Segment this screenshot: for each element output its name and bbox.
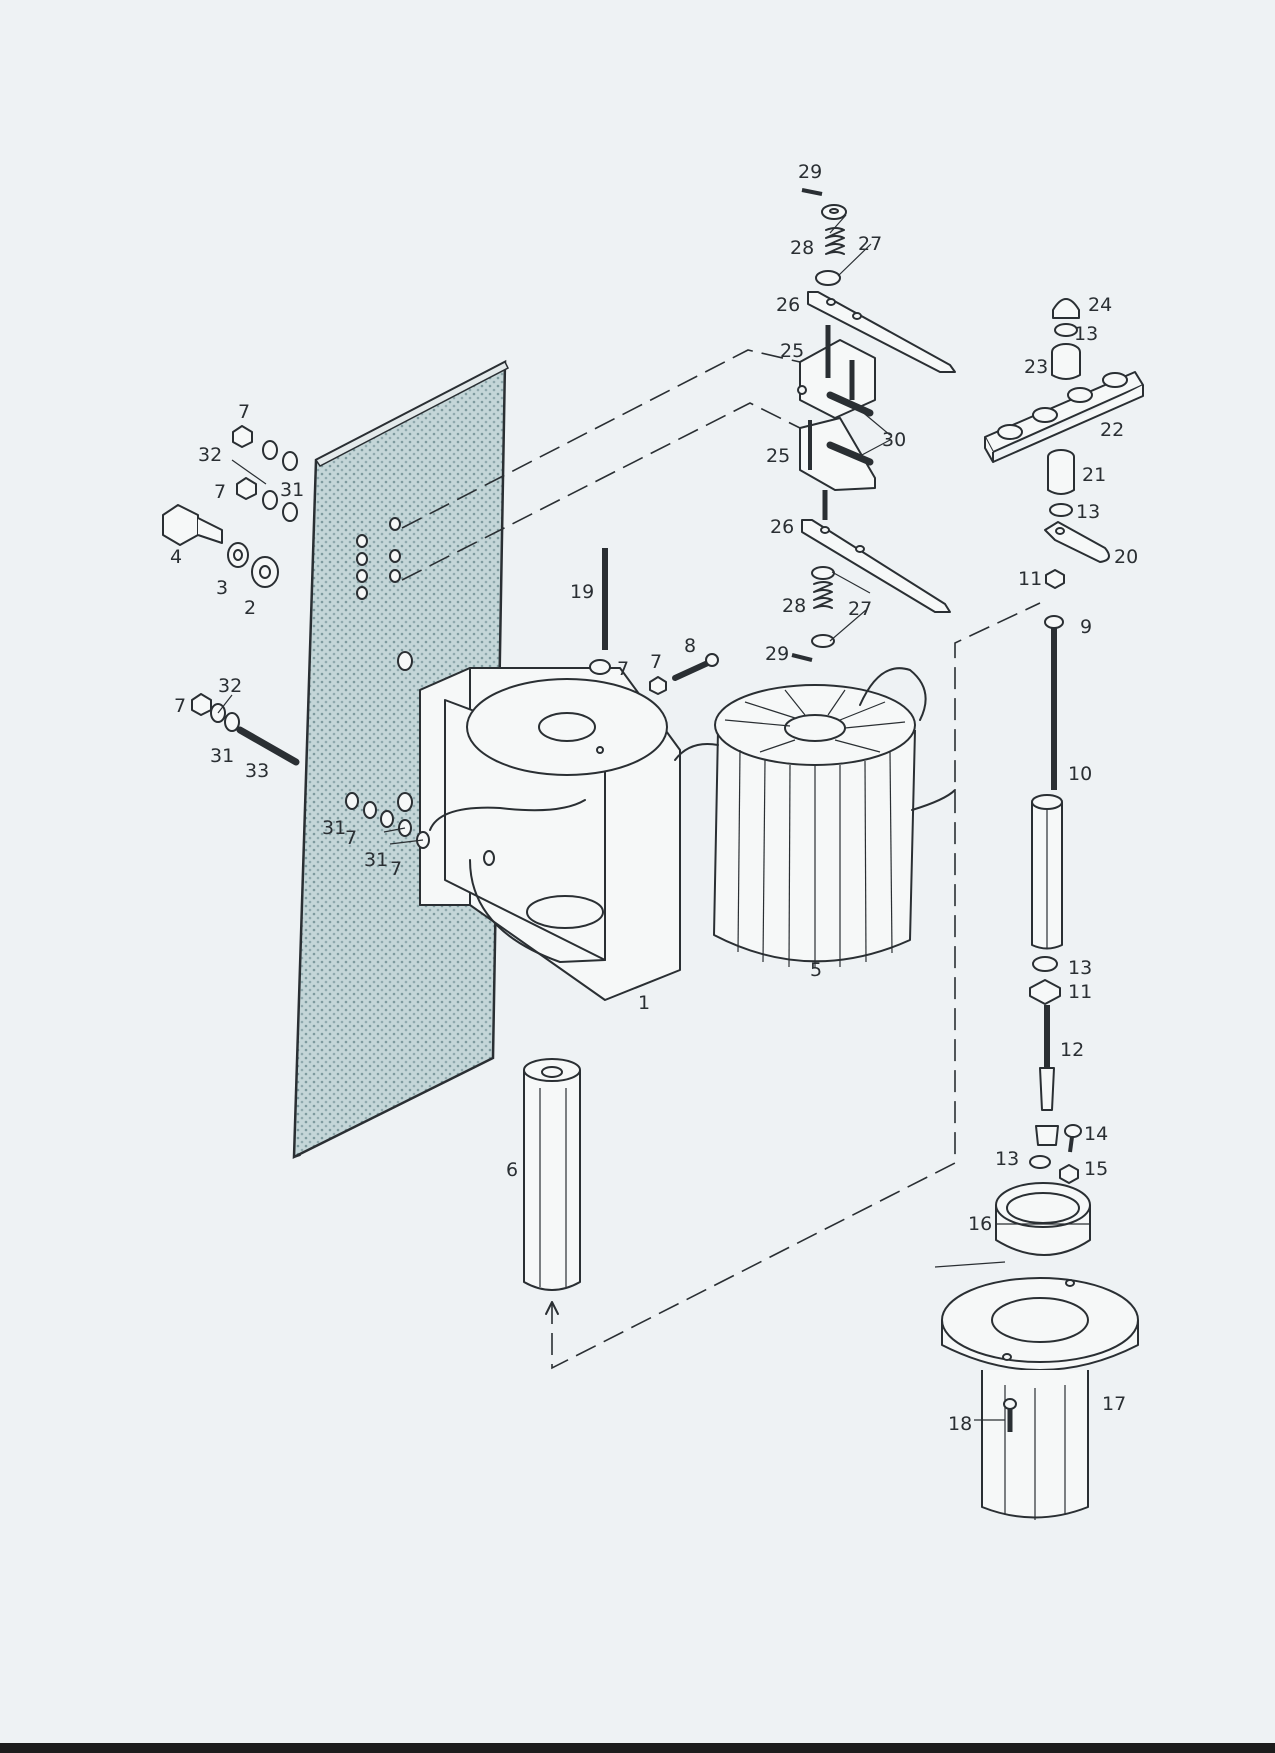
part-label: 7 (214, 481, 226, 503)
part-label: 10 (1068, 763, 1092, 785)
part-label: 7 (238, 401, 250, 423)
part-label: 11 (1018, 568, 1042, 590)
part-label: 33 (245, 760, 269, 782)
part-label: 16 (968, 1213, 992, 1235)
part-label: 22 (1100, 419, 1124, 441)
left-hardware (162, 425, 719, 849)
part-label: 21 (1082, 464, 1106, 486)
part-label: 20 (1114, 546, 1138, 568)
part-label: 11 (1068, 981, 1092, 1003)
right-assembly (941, 298, 1144, 1520)
part-label: 23 (1024, 356, 1048, 378)
part-label: 27 (858, 233, 882, 255)
part-label: 31 (322, 817, 346, 839)
part-label: 13 (1068, 957, 1092, 979)
part-label: 29 (765, 643, 789, 665)
part-label: 29 (798, 161, 822, 183)
part-label: 26 (770, 516, 794, 538)
part-label: 4 (170, 546, 182, 568)
part-label: 14 (1084, 1123, 1108, 1145)
part-label: 3 (216, 577, 228, 599)
part-label: 32 (218, 675, 242, 697)
part-label: 13 (1076, 501, 1100, 523)
part-label: 31 (280, 479, 304, 501)
part-label: 28 (782, 595, 806, 617)
part-label: 19 (570, 581, 594, 603)
leader-lines (217, 214, 1006, 1421)
part-label: 17 (1102, 1393, 1126, 1415)
part-label: 12 (1060, 1039, 1084, 1061)
part-label: 27 (848, 598, 872, 620)
part-label: 25 (766, 445, 790, 467)
contact-assembly (791, 188, 956, 662)
part-label: 5 (810, 959, 822, 981)
part-label: 8 (684, 635, 696, 657)
part-label: 26 (776, 294, 800, 316)
part-label: 25 (780, 340, 804, 362)
yoke-bracket (419, 667, 681, 1001)
coil (674, 667, 956, 968)
page-bottom-edge (0, 1743, 1275, 1753)
part-label: 7 (650, 651, 662, 673)
mounting-plate (292, 359, 510, 1160)
part-label: 7 (390, 858, 402, 880)
assembly-lines (401, 349, 1041, 1370)
part-label: 31 (210, 745, 234, 767)
part-label: 7 (617, 658, 629, 680)
part-label: 9 (1080, 616, 1092, 638)
part-label: 15 (1084, 1158, 1108, 1180)
part-labels: 1 2 3 4 5 6 7 7 7 7 7 7 7 8 9 10 11 11 1… (170, 161, 1138, 1435)
part-label: 30 (882, 429, 906, 451)
part-label: 18 (948, 1413, 972, 1435)
part-label: 28 (790, 237, 814, 259)
part-label: 31 (364, 849, 388, 871)
part-label: 2 (244, 597, 256, 619)
part-label: 6 (506, 1159, 518, 1181)
part-label: 24 (1088, 294, 1112, 316)
part-label: 1 (638, 992, 650, 1014)
part-label: 32 (198, 444, 222, 466)
part-label: 13 (1074, 323, 1098, 345)
part-label: 13 (995, 1148, 1019, 1170)
part-label: 7 (174, 695, 186, 717)
plunger (523, 1058, 581, 1291)
part-label: 7 (345, 827, 357, 849)
